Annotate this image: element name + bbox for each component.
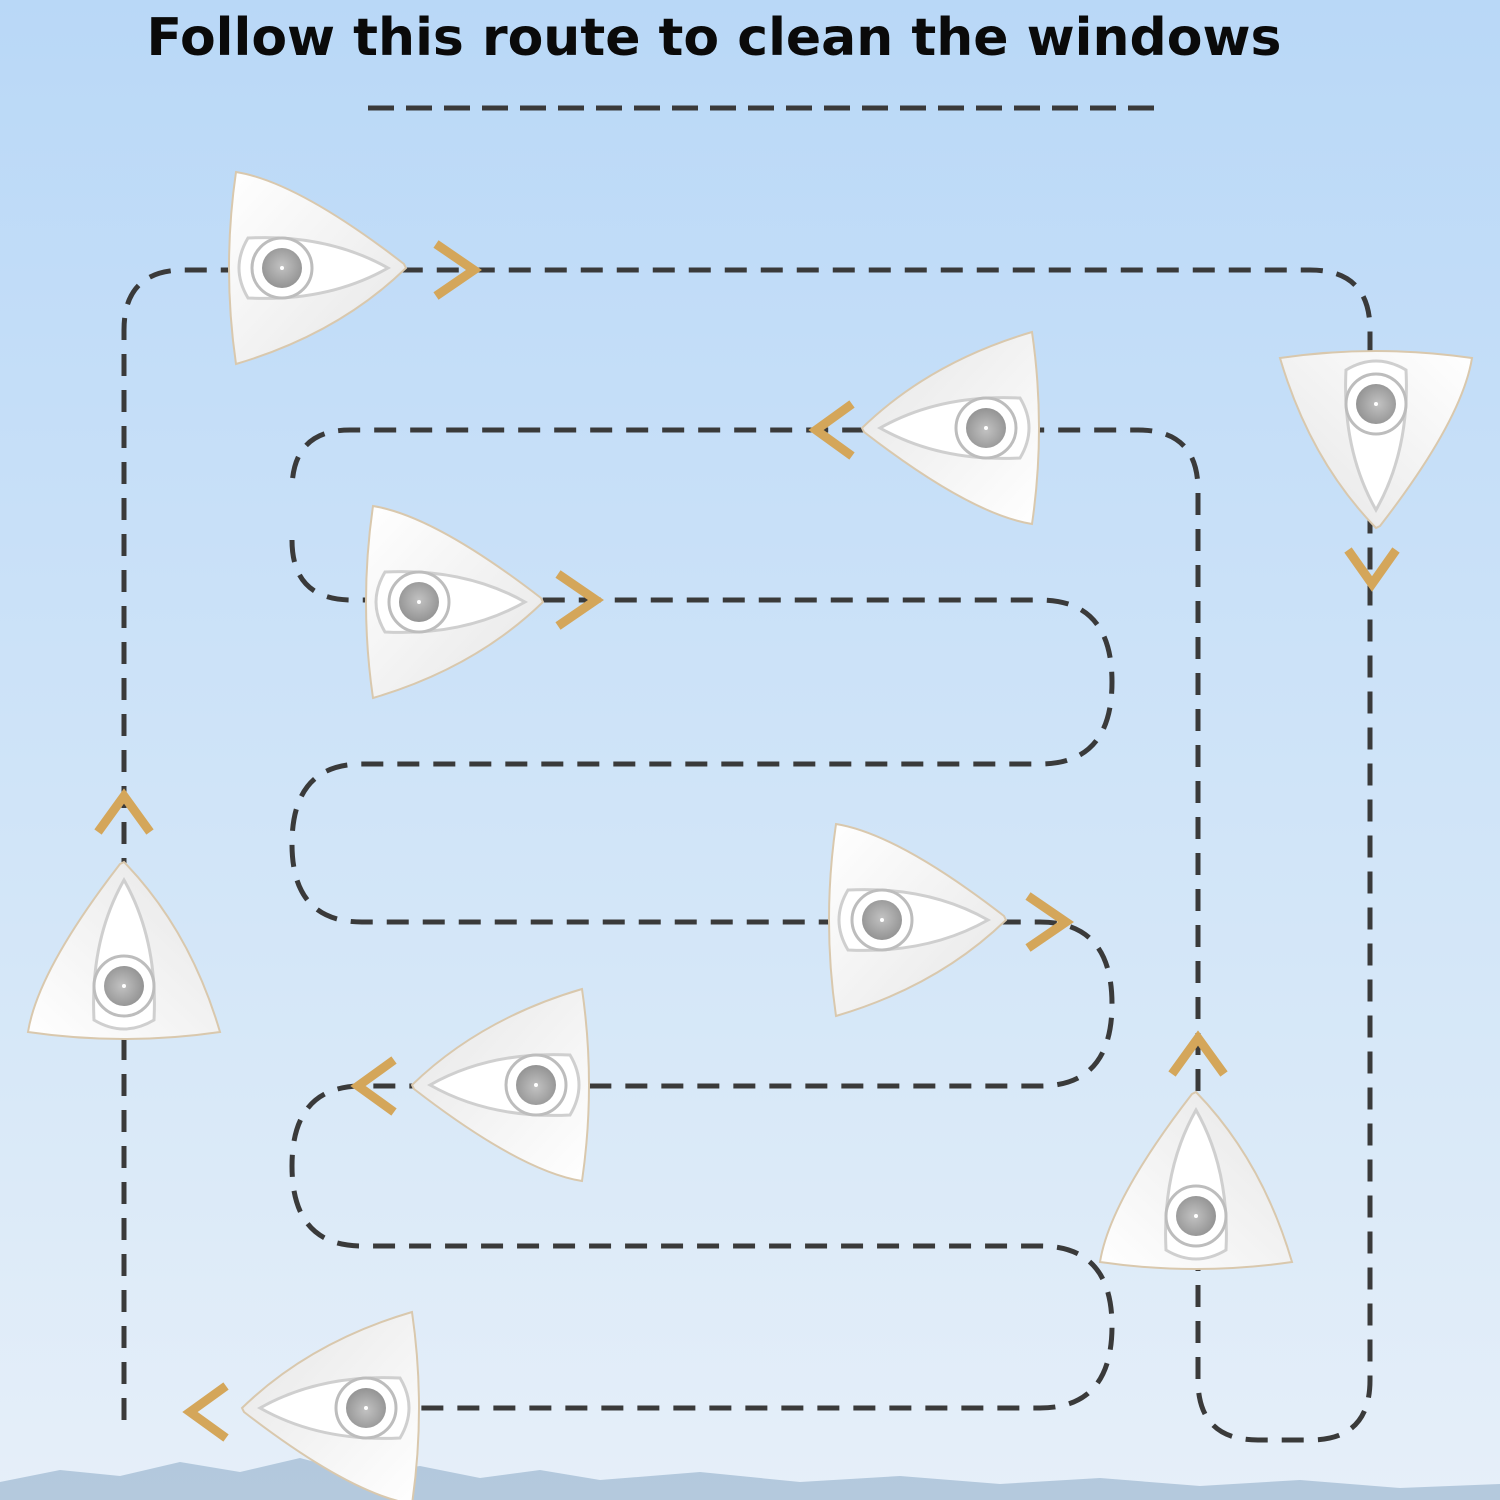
window-cleaner-device-icon	[28, 862, 220, 1039]
window-cleaner-device-icon	[1100, 1092, 1292, 1269]
chevron-arrow-icon	[190, 1386, 226, 1438]
window-cleaner-device-icon	[229, 172, 406, 364]
mountains	[0, 1458, 1500, 1500]
window-cleaner-device-icon	[366, 506, 543, 698]
window-cleaner-device-icon	[862, 332, 1039, 524]
window-cleaner-device-icon	[412, 989, 589, 1181]
chevron-arrow-icon	[1172, 1038, 1224, 1074]
window-cleaner-device-icon	[829, 824, 1006, 1016]
window-cleaner-device-icon	[1280, 351, 1472, 528]
